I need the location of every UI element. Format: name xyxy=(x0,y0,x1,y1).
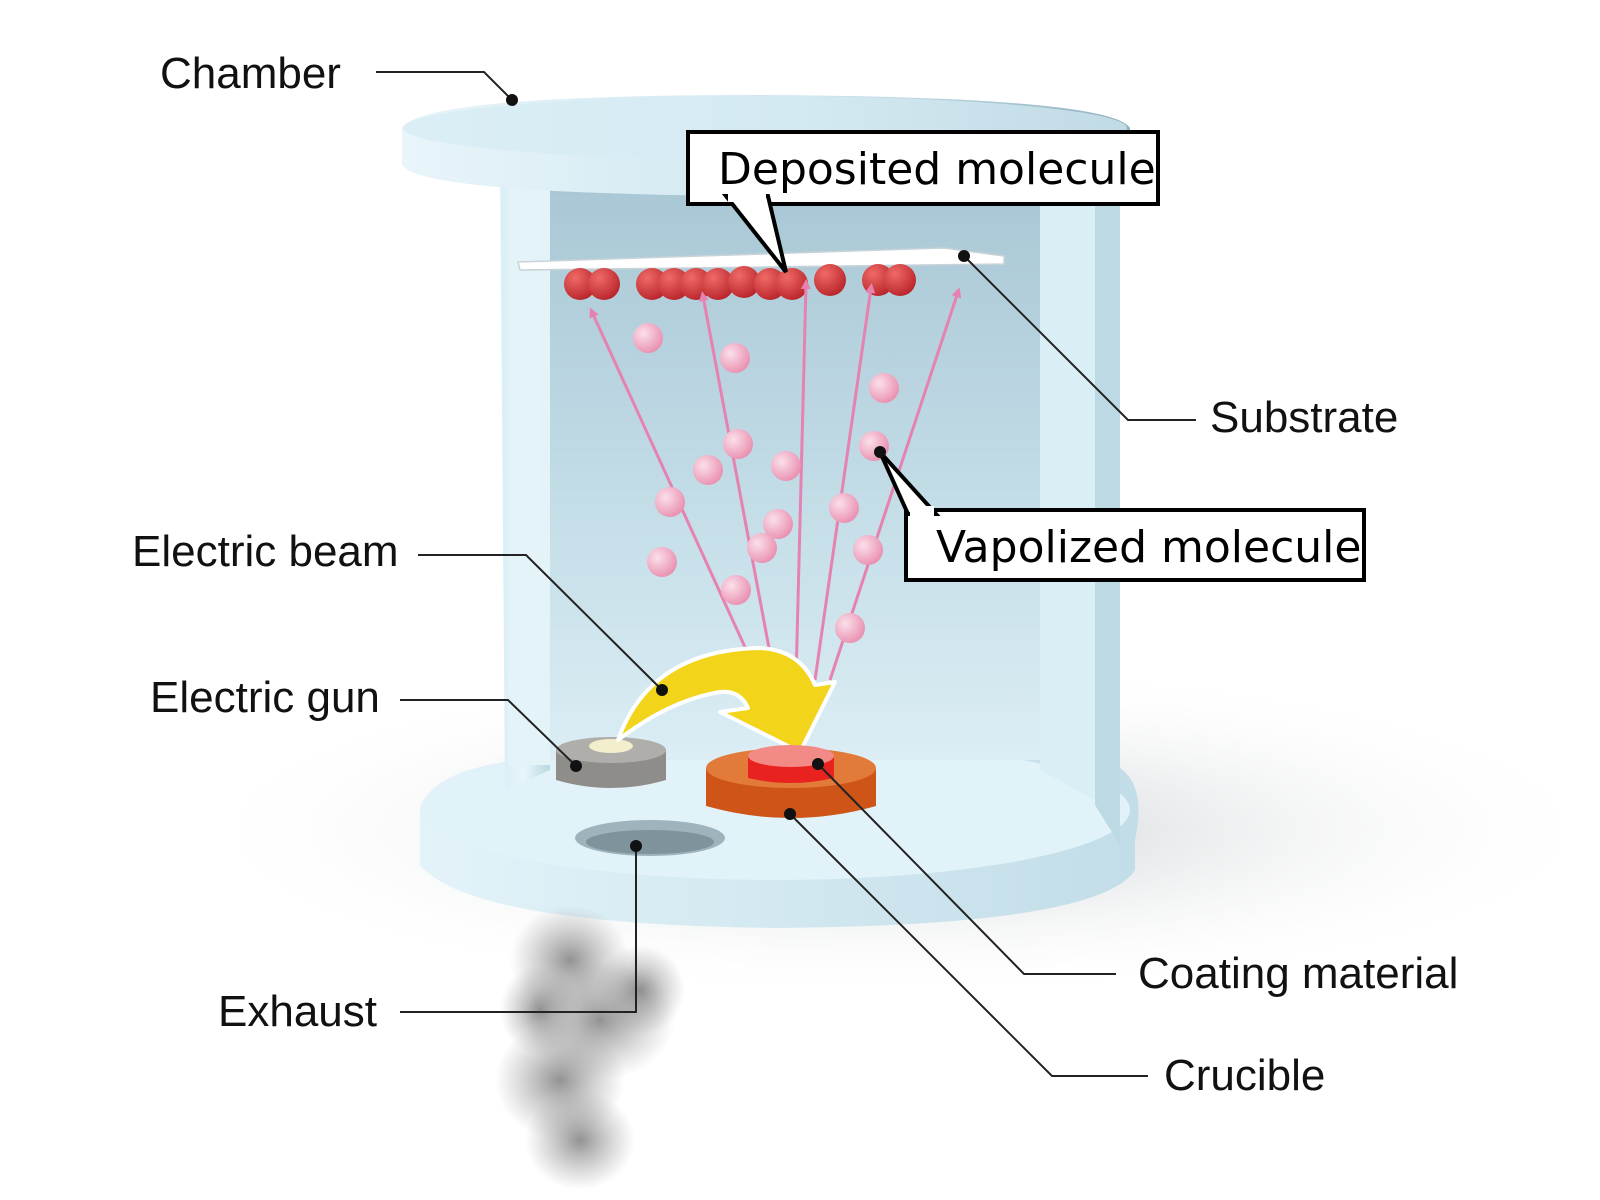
vapor-molecule xyxy=(723,429,753,459)
exhaust-leader xyxy=(400,846,637,1013)
smoke-puff xyxy=(595,945,685,1035)
chamber-dot xyxy=(506,94,518,106)
substrate xyxy=(517,247,1005,271)
substrate-plate xyxy=(517,247,1005,271)
exhaust-hole-inner xyxy=(586,830,714,854)
deposited-molecule-callout: Deposited molecule xyxy=(686,130,1160,274)
substrate-leader xyxy=(963,255,1196,421)
chamber-inner-right xyxy=(1040,190,1095,800)
trajectory-arrow xyxy=(794,279,811,681)
deposited-molecule xyxy=(776,268,808,300)
crucible-label: Crucible xyxy=(1164,1051,1325,1100)
vapor-molecule xyxy=(633,323,663,353)
vapor-molecule xyxy=(829,493,859,523)
deposited-molecule xyxy=(636,268,668,300)
vapor-molecule xyxy=(835,613,865,643)
vapor-molecule xyxy=(869,373,899,403)
deposited-molecule xyxy=(884,264,916,296)
vapolized-molecule-dot xyxy=(874,446,886,458)
vapor-molecule xyxy=(655,487,685,517)
exhaust-label: Exhaust xyxy=(218,987,377,1036)
deposited-molecule xyxy=(814,264,846,296)
vapor-molecule xyxy=(721,575,751,605)
coating-material xyxy=(748,745,834,767)
deposited-molecules xyxy=(564,264,916,300)
vapolized-callout-cover xyxy=(910,506,934,516)
deposited-molecule xyxy=(658,268,690,300)
coating-material-leader xyxy=(817,763,1116,975)
crucible-dot xyxy=(784,808,796,820)
smoke-puff xyxy=(525,1090,635,1190)
trajectory-arrow xyxy=(813,283,876,681)
leaders xyxy=(376,71,1196,1077)
deposited-molecule-callout-box xyxy=(686,130,1160,206)
deposited-molecule xyxy=(754,268,786,300)
electric-gun-emitter xyxy=(589,739,633,753)
chamber-leader xyxy=(376,71,513,101)
vapolized-molecule-callout-box xyxy=(904,508,1366,582)
vapor-molecule xyxy=(647,547,677,577)
deposited-molecule xyxy=(702,268,734,300)
exhaust-smoke xyxy=(495,905,685,1190)
exhaust-dot xyxy=(630,840,642,852)
chamber-label: Chamber xyxy=(160,49,341,98)
electric-beam-label: Electric beam xyxy=(132,527,399,576)
electric-gun-leader xyxy=(400,699,577,767)
electric-beam-dot xyxy=(656,684,668,696)
vapolized-molecule-callout: Vapolized molecule xyxy=(874,446,1366,582)
electric-gun xyxy=(556,737,666,788)
vapor-molecule xyxy=(720,343,750,373)
chamber-cut-left xyxy=(508,165,550,765)
smoke-puff xyxy=(500,965,580,1055)
electric-gun-label: Electric gun xyxy=(150,673,380,722)
vaporized-molecules xyxy=(633,323,899,643)
coating-material-label: Coating material xyxy=(1138,949,1458,998)
deposited-molecule xyxy=(728,266,760,298)
electric-beam-leader xyxy=(418,554,663,691)
electric-gun-dot xyxy=(570,760,582,772)
deposited-callout-cover xyxy=(728,194,766,202)
deposited-molecule xyxy=(588,268,620,300)
vapor-molecule xyxy=(853,535,883,565)
vapor-molecule xyxy=(693,455,723,485)
electric-beam-arrow xyxy=(616,646,837,754)
crucible xyxy=(706,745,876,818)
deposited-molecule-label: Deposited molecule xyxy=(718,144,1156,195)
trajectory-arrow xyxy=(699,291,777,681)
substrate-label: Substrate xyxy=(1210,393,1398,442)
vapor-molecule xyxy=(763,509,793,539)
deposited-molecule xyxy=(564,268,596,300)
substrate-dot xyxy=(958,250,970,262)
chamber-wall-right xyxy=(1095,170,1120,845)
vapor-molecule xyxy=(747,533,777,563)
crucible-leader xyxy=(789,813,1148,1077)
vapolized-molecule-label: Vapolized molecule xyxy=(936,522,1361,573)
vapor-molecule xyxy=(771,451,801,481)
coating-material-dot xyxy=(812,758,824,770)
